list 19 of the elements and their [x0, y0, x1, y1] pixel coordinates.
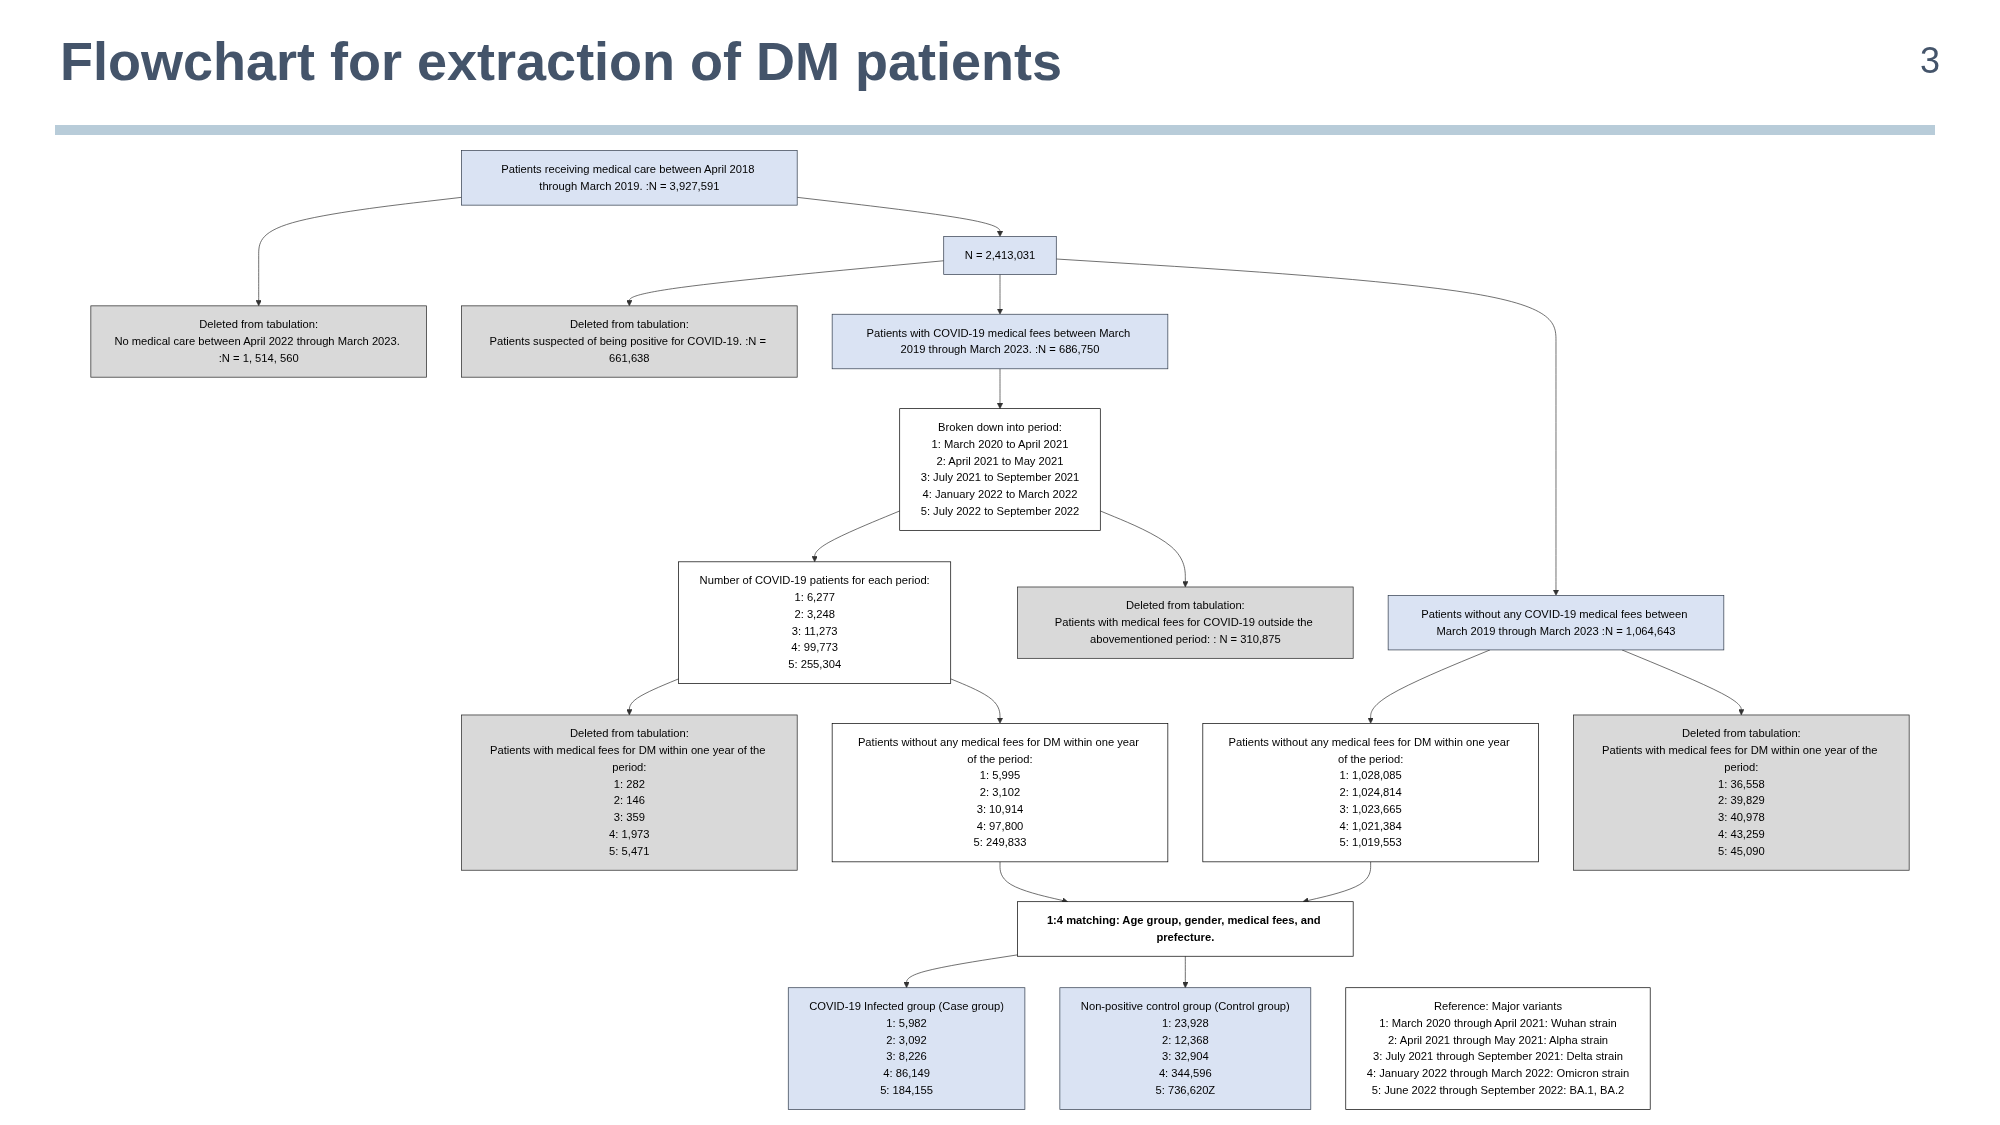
- node-box: Deleted from tabulation: Patients with medical fees for COVID-19 outside the abovementioned period: : N = 310,875: [1017, 586, 1354, 659]
- node-box: Patients without any medical fees for DM within one year of the period: 1: 1,028,085 2: 1,024,814 3: 1,023,665 4: 1,021,384 5: 1,019,553: [1202, 723, 1539, 863]
- node-box: N = 2,413,031: [943, 236, 1057, 275]
- node-box: Reference: Major variants 1: March 2020 through April 2021: Wuhan strain 2: April 2021 through May 2021: Alpha strain 3: July 2021 through September 2021: Delta strain 4: January 2022 through March 2022: Omicron strain 5: June 2022 through September 2022: BA.1, BA.2: [1345, 987, 1651, 1110]
- node-box: Deleted from tabulation: Patients suspected of being positive for COVID-19. :N = 661,638: [461, 305, 798, 378]
- node-box: Patients with COVID-19 medical fees between March 2019 through March 2023. :N = 686,750: [831, 313, 1169, 370]
- node-box: 1:4 matching: Age group, gender, medical fees, and prefecture.: [1017, 901, 1354, 957]
- node-box: Deleted from tabulation: Patients with medical fees for DM within one year of the period: 1: 36,558 2: 39,829 3: 40,978 4: 43,259 5: 45,090: [1573, 714, 1910, 871]
- node-box: Patients without any COVID-19 medical fees between March 2019 through March 2023 :N = 1,064,643: [1387, 595, 1725, 651]
- slide-title: Flowchart for extraction of DM patients: [60, 30, 1063, 92]
- node-box: Deleted from tabulation: No medical care between April 2022 through March 2023. :N = 1, 514, 560: [90, 305, 427, 378]
- node-box: Non-positive control group (Control group) 1: 23,928 2: 12,368 3: 32,904 4: 344,596 5: 736,620Z: [1059, 987, 1312, 1110]
- node-box: Broken down into period: 1: March 2020 to April 2021 2: April 2021 to May 2021 3: July 2021 to September 2021 4: January 2022 to March 2022 5: July 2022 to September 2022: [899, 408, 1101, 531]
- node-box: Patients receiving medical care between April 2018 through March 2019. :N = 3,927,591: [461, 150, 798, 206]
- page-number: 3: [1919, 40, 1940, 82]
- node-box: Number of COVID-19 patients for each period: 1: 6,277 2: 3,248 3: 11,273 4: 99,773 5: 255,304: [678, 561, 952, 684]
- node-box: COVID-19 Infected group (Case group) 1: 5,982 2: 3,092 3: 8,226 4: 86,149 5: 184,155: [787, 987, 1026, 1110]
- node-box: Patients without any medical fees for DM within one year of the period: 1: 5,995 2: 3,102 3: 10,914 4: 97,800 5: 249,833: [831, 723, 1169, 863]
- node-box: Deleted from tabulation: Patients with medical fees for DM within one year of the period: 1: 282 2: 146 3: 359 4: 1,973 5: 5,471: [461, 714, 798, 871]
